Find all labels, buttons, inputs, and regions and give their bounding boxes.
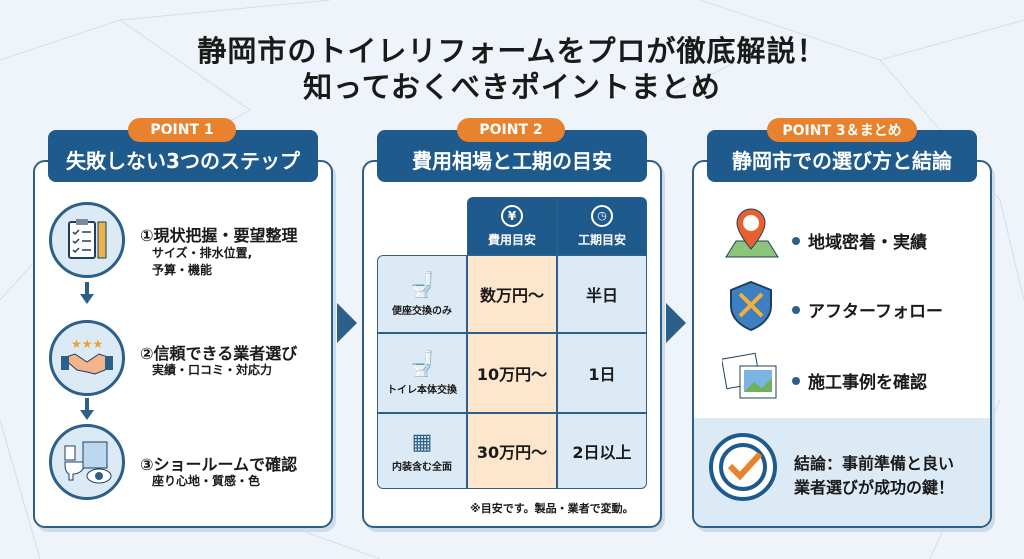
duration-cell: 半日 — [557, 255, 647, 333]
conclusion-line-2: 業者選びが成功の鍵！ — [794, 478, 955, 497]
handshake-stars-icon: ★★★ — [49, 320, 125, 396]
down-arrow-icon — [80, 282, 94, 304]
point-3-item-1: 地域密着・実績 — [792, 228, 927, 253]
column-label: 費用目安 — [487, 232, 536, 247]
toilet-seat-icon: 🚽 — [407, 271, 437, 299]
map-pin-icon — [725, 208, 779, 258]
toilet-icon: 🚽 — [407, 350, 437, 378]
step-3-title: ③ショールームで確認 — [140, 455, 298, 474]
photos-icon — [722, 352, 777, 399]
row-label-text: 便座交換のみ — [392, 306, 452, 317]
right-arrow-icon — [666, 303, 686, 343]
right-arrow-icon — [337, 303, 357, 343]
cost-cell: 10万円〜 — [467, 333, 557, 413]
bullet-icon — [792, 376, 800, 385]
column-header-cost: ¥ 費用目安 — [467, 197, 557, 255]
duration-cell: 1日 — [557, 333, 647, 413]
step-3-sub: 座り心地・質感・色 — [152, 474, 261, 488]
column-label: 工期目安 — [577, 232, 626, 247]
table-note: ※目安です。製品・業者で変動。 — [470, 502, 634, 515]
title-line-2: 知っておくべきポイントまとめ — [303, 70, 721, 104]
svg-text:★★★: ★★★ — [71, 337, 103, 351]
toilet-eye-icon — [49, 424, 125, 500]
panel-2-badge: POINT 2 — [457, 118, 565, 142]
point-3-item-3: 施工事例を確認 — [792, 368, 927, 393]
panel-1-badge: POINT 1 — [128, 118, 236, 142]
conclusion-line-1: 結論：事前準備と良い — [794, 454, 955, 473]
column-header-duration: ◷ 工期目安 — [557, 197, 647, 255]
clock-icon: ◷ — [591, 204, 613, 227]
bullet-icon — [792, 236, 800, 245]
panel-3-badge: POINT 3＆まとめ — [767, 118, 917, 142]
cost-cell: 数万円〜 — [467, 255, 557, 333]
step-1-title: ①現状把握・要望整理 — [140, 226, 298, 245]
down-arrow-icon — [80, 398, 94, 420]
title-line-1: 静岡市のトイレリフォームをプロが徹底解説！ — [197, 34, 827, 68]
yen-icon: ¥ — [501, 204, 523, 227]
toilet-tiles-icon: ▦ — [411, 429, 433, 455]
cost-cell: 30万円〜 — [467, 413, 557, 489]
check-circle-icon — [709, 433, 777, 501]
row-label-2: 🚽 トイレ本体交換 — [377, 333, 467, 413]
duration-cell: 2日以上 — [557, 413, 647, 489]
row-label-1: 🚽 便座交換のみ — [377, 255, 467, 333]
shield-tools-icon — [730, 280, 772, 332]
step-1-sub-1: サイズ・排水位置, — [152, 246, 253, 260]
step-1-sub-2: 予算・機能 — [152, 263, 213, 277]
step-2-title: ②信頼できる業者選び — [140, 344, 298, 363]
row-label-text: トイレ本体交換 — [387, 385, 457, 396]
point-3-item-2: アフターフォロー — [792, 297, 943, 322]
item-label: アフターフォロー — [808, 302, 943, 322]
bullet-icon — [792, 305, 800, 314]
clipboard-ruler-icon — [49, 202, 125, 278]
row-label-3: ▦ 内装含む全面 — [377, 413, 467, 489]
step-2-sub: 実績・口コミ・対応力 — [152, 363, 273, 377]
item-label: 地域密着・実績 — [808, 233, 927, 253]
row-label-text: 内装含む全面 — [392, 461, 452, 473]
item-label: 施工事例を確認 — [808, 373, 927, 393]
